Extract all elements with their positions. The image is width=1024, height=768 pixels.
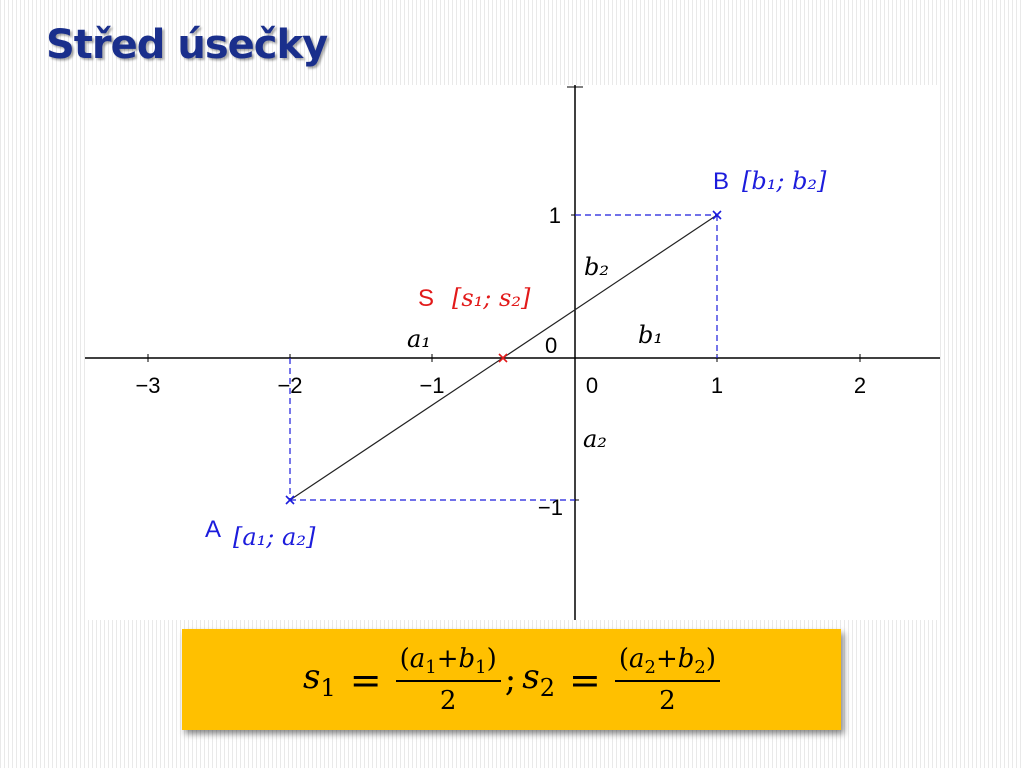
formula-s1-symbol: s bbox=[303, 657, 321, 697]
y-tick-label: 1 bbox=[549, 203, 561, 228]
coordinate-plane: −3 −2 −1 0 1 2 1 −1 0 bbox=[85, 85, 940, 620]
x-axis: −3 −2 −1 0 1 2 bbox=[85, 354, 940, 398]
point-a-coords: [a₁; a₂] bbox=[233, 523, 316, 551]
numerator-a: a bbox=[409, 643, 426, 674]
formula-s1: s1 bbox=[303, 657, 336, 702]
numerator-b-sub: 2 bbox=[694, 656, 706, 678]
formula-numerator-1: (a1+b1) bbox=[395, 643, 501, 682]
point-b-coords: [b₁; b₂] bbox=[742, 167, 827, 195]
point-s-marker bbox=[498, 353, 508, 363]
numerator-a-sub: 2 bbox=[644, 656, 656, 678]
label-a1: a₁ bbox=[407, 325, 431, 353]
coordinate-plane-svg: −3 −2 −1 0 1 2 1 −1 0 bbox=[85, 85, 940, 620]
formula-numerator-2: (a2+b2) bbox=[614, 643, 720, 682]
origin-label: 0 bbox=[545, 333, 557, 358]
plus-sign: + bbox=[655, 643, 678, 674]
point-a-marker bbox=[285, 495, 295, 505]
formula-s2-symbol: s bbox=[522, 657, 540, 697]
projection-lines bbox=[289, 214, 718, 501]
point-a-name: A bbox=[205, 516, 221, 543]
formula-box: s1 = (a1+b1) 2 ; s2 = (a2+b2) 2 bbox=[182, 629, 841, 730]
numerator-b: b bbox=[458, 643, 476, 674]
point-b-marker bbox=[712, 210, 722, 220]
point-s-name: S bbox=[418, 285, 434, 312]
point-b-name: B bbox=[713, 168, 729, 195]
numerator-a-sub: 1 bbox=[425, 656, 437, 678]
formula-fraction-1: (a1+b1) 2 bbox=[395, 643, 501, 716]
y-axis: 1 −1 0 bbox=[538, 85, 583, 620]
formula-separator: ; bbox=[504, 659, 517, 700]
x-tick-label: 0 bbox=[586, 373, 598, 398]
formula-s2-subscript: 2 bbox=[539, 674, 555, 702]
x-tick-label: −2 bbox=[277, 373, 302, 398]
formula-s1-subscript: 1 bbox=[320, 674, 336, 702]
formula-denominator-2: 2 bbox=[659, 685, 676, 716]
formula-equals: = bbox=[568, 657, 601, 702]
label-a2: a₂ bbox=[583, 425, 607, 453]
x-tick-label: 1 bbox=[711, 373, 723, 398]
x-tick-label: −1 bbox=[419, 373, 444, 398]
paren-open: ( bbox=[399, 643, 410, 674]
y-tick-label: −1 bbox=[538, 495, 563, 520]
label-b2: b₂ bbox=[584, 253, 609, 281]
paren-open: ( bbox=[618, 643, 629, 674]
formula-fraction-2: (a2+b2) 2 bbox=[614, 643, 720, 716]
label-b1: b₁ bbox=[638, 321, 663, 349]
formula-equals: = bbox=[349, 657, 382, 702]
formula-denominator-1: 2 bbox=[439, 685, 457, 716]
x-tick-label: −3 bbox=[135, 373, 160, 398]
point-s-coords: [s₁; s₂] bbox=[452, 284, 531, 312]
slide-title: Střed úsečky bbox=[46, 22, 328, 68]
numerator-b-sub: 1 bbox=[475, 656, 487, 678]
x-tick-label: 2 bbox=[854, 373, 866, 398]
paren-close: ) bbox=[486, 643, 497, 674]
numerator-a: a bbox=[628, 643, 645, 674]
paren-close: ) bbox=[705, 643, 716, 674]
formula-s2: s2 bbox=[522, 657, 555, 702]
midpoint-formula: s1 = (a1+b1) 2 ; s2 = (a2+b2) 2 bbox=[182, 629, 841, 730]
numerator-b: b bbox=[677, 643, 695, 674]
plus-sign: + bbox=[436, 643, 459, 674]
